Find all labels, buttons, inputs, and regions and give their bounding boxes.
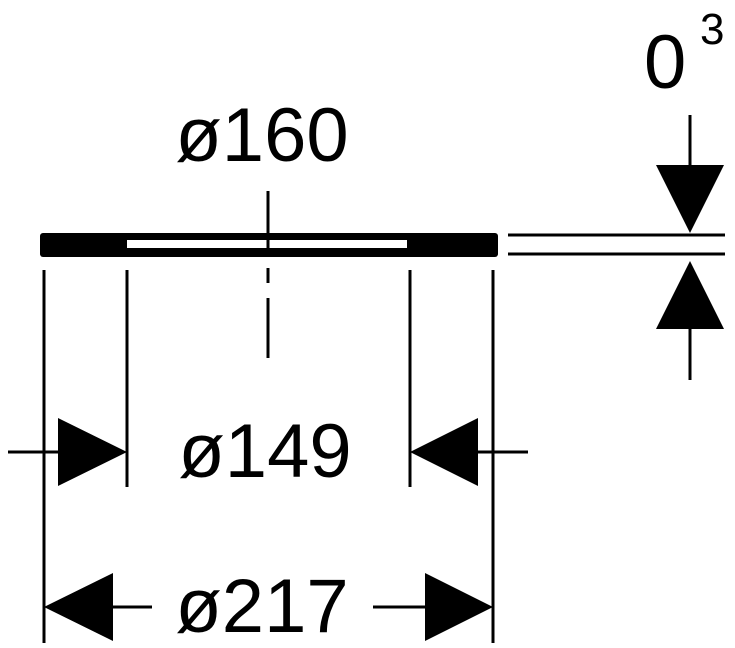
dimension-label-149: ø149 (178, 409, 351, 494)
arrow-left-icon (410, 418, 478, 486)
arrow-right-icon (58, 418, 127, 486)
thickness-superscript: 3 (700, 5, 724, 54)
extension-lines (42, 270, 495, 643)
dimension-label-217: ø217 (175, 564, 348, 648)
arrow-right-icon (425, 573, 493, 641)
arrow-up-icon (656, 261, 724, 329)
dimension-label-160: ø160 (175, 93, 348, 178)
arrow-down-icon (656, 165, 724, 233)
arrow-left-icon (44, 573, 113, 641)
thickness-label: 0 (644, 20, 686, 105)
dimension-217-arrows (44, 573, 493, 641)
thickness-dimension (508, 115, 725, 380)
dimension-149-arrows (8, 418, 528, 486)
